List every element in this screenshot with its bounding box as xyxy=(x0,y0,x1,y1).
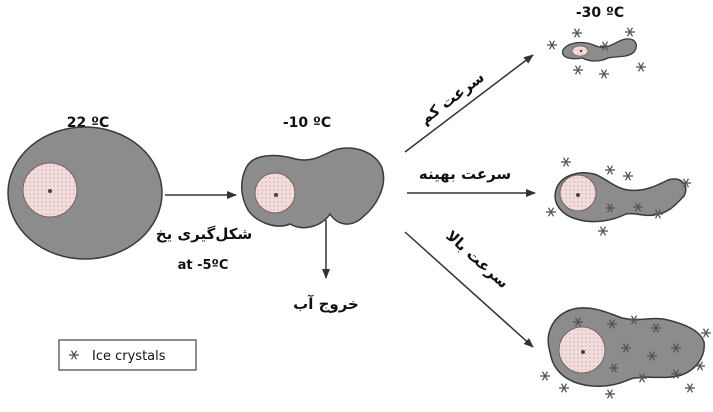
water-exit-label: خروج آب xyxy=(293,295,359,313)
legend: Ice crystals xyxy=(58,339,197,371)
arrow-slow-rate xyxy=(404,54,534,153)
temp-slow-label: -30 ºC xyxy=(576,5,624,21)
high-rate-cell-nucleus xyxy=(558,326,606,374)
temp-mid-label: -10 ºC xyxy=(283,115,331,131)
optimal-rate-cell xyxy=(554,172,687,223)
rate-high-label: سرعت بالا xyxy=(442,227,512,292)
mid-cell xyxy=(241,147,385,229)
ice-formation-label: شکل‌گیری یخ xyxy=(156,225,252,243)
mid-cell-nucleus xyxy=(254,172,296,214)
ice-formation-temp-label: at -5ºC xyxy=(178,258,229,273)
arrow-high-rate xyxy=(404,231,534,348)
slow-rate-cell xyxy=(561,38,637,62)
legend-box xyxy=(58,339,197,371)
legend-text: Ice crystals xyxy=(92,349,166,364)
initial-cell xyxy=(7,126,163,260)
rate-optimal-label: سرعت بهینه xyxy=(419,165,511,183)
